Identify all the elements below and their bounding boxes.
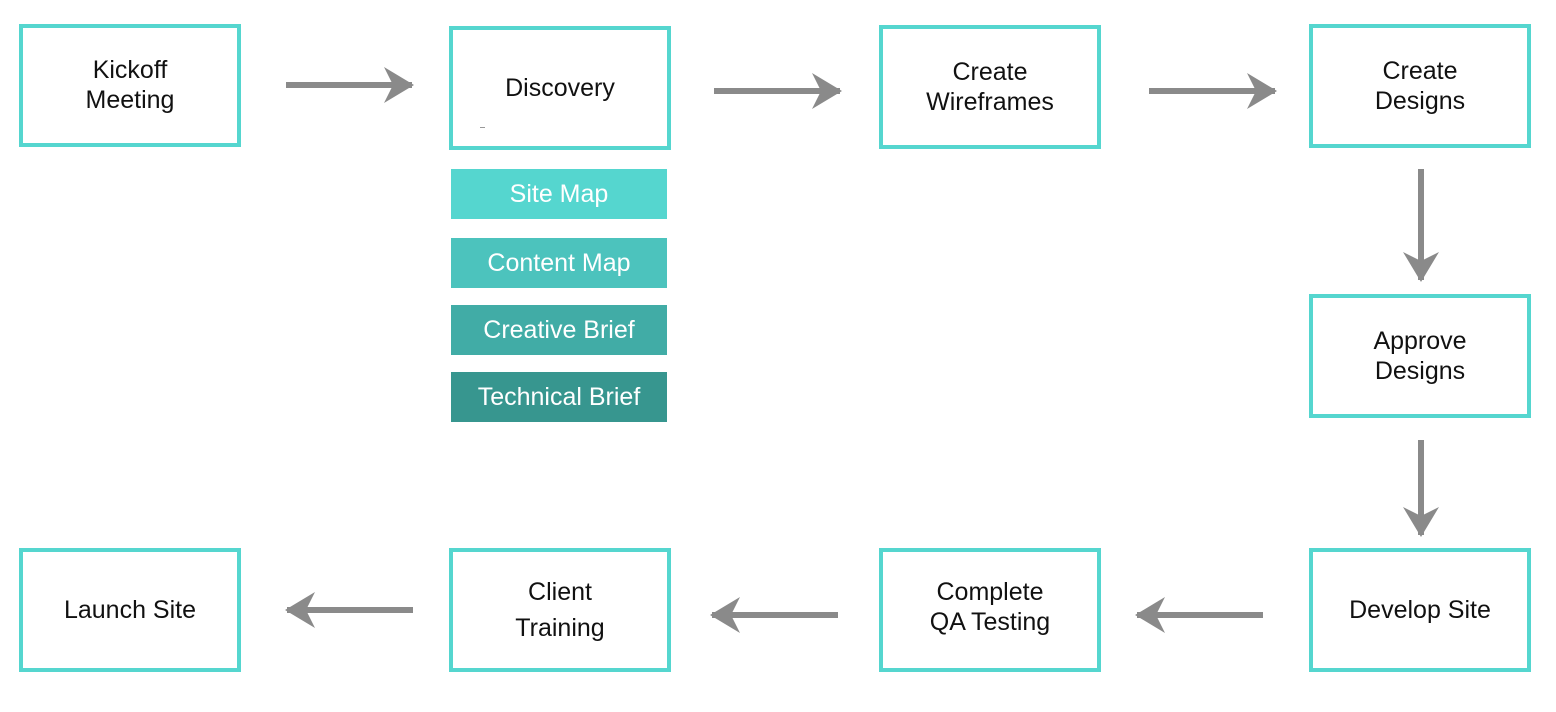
step-label: Create Wireframes bbox=[926, 58, 1054, 116]
step-label: Create Designs bbox=[1374, 57, 1466, 115]
step-develop-site: Develop Site bbox=[1309, 548, 1531, 672]
step-label: Complete QA Testing bbox=[929, 578, 1051, 636]
step-label: Launch Site bbox=[63, 596, 197, 624]
deliverable-content-map: Content Map bbox=[451, 238, 667, 288]
step-client-training: Client Training bbox=[449, 548, 671, 672]
step-approve-designs: Approve Designs bbox=[1309, 294, 1531, 418]
deliverable-label: Creative Brief bbox=[483, 315, 635, 344]
step-complete-qa-testing: Complete QA Testing bbox=[879, 548, 1101, 672]
step-label: Discovery bbox=[505, 74, 615, 102]
deliverable-label: Content Map bbox=[487, 248, 631, 277]
step-create-designs: Create Designs bbox=[1309, 24, 1531, 148]
step-label: Approve Designs bbox=[1373, 327, 1467, 385]
step-kickoff-meeting: Kickoff Meeting bbox=[19, 24, 241, 147]
step-discovery: Discovery bbox=[449, 26, 671, 150]
step-label: Kickoff Meeting bbox=[85, 55, 175, 114]
deliverable-label: Site Map bbox=[509, 179, 609, 208]
step-create-wireframes: Create Wireframes bbox=[879, 25, 1101, 149]
deliverable-creative-brief: Creative Brief bbox=[451, 305, 667, 355]
step-launch-site: Launch Site bbox=[19, 548, 241, 672]
deliverable-technical-brief: Technical Brief bbox=[451, 372, 667, 422]
step-label: Client Training bbox=[515, 578, 605, 642]
deliverable-label: Technical Brief bbox=[477, 382, 641, 411]
deliverable-site-map: Site Map bbox=[451, 169, 667, 219]
small-mark bbox=[480, 127, 485, 131]
step-label: Develop Site bbox=[1349, 596, 1491, 624]
